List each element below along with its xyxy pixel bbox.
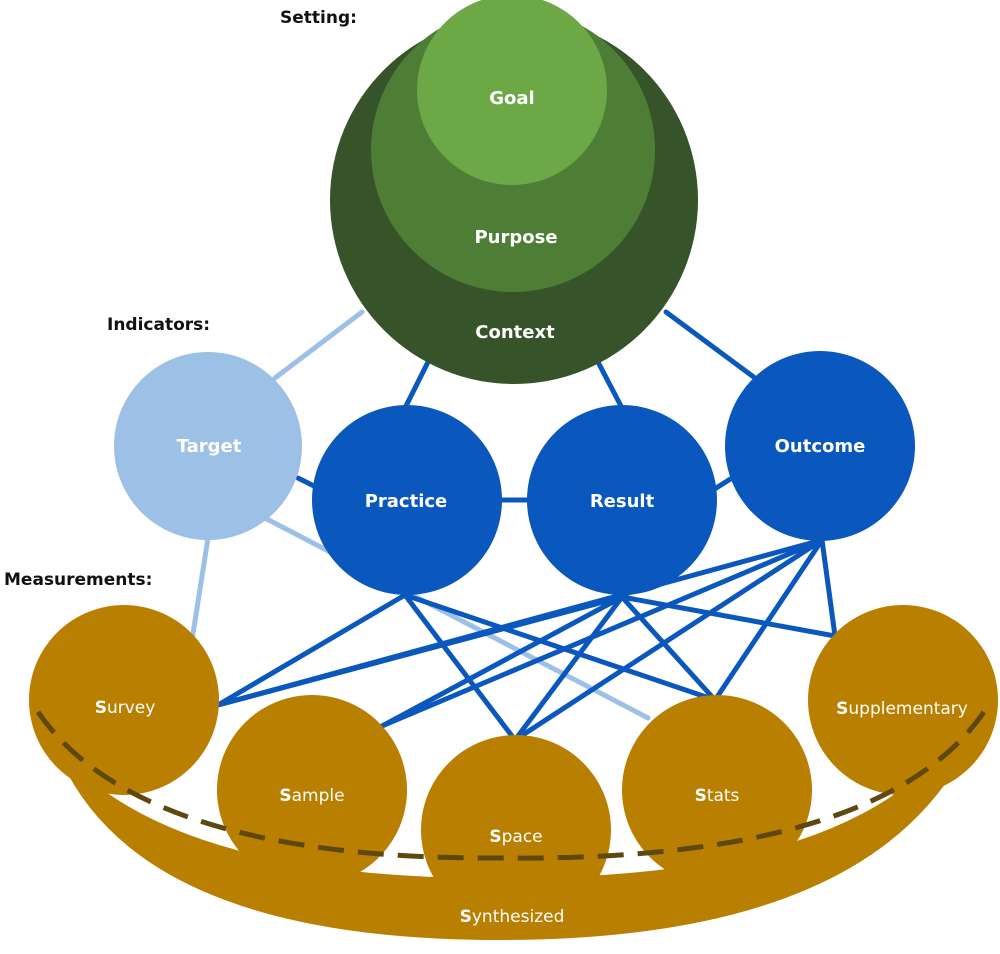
link-practice-space — [402, 592, 518, 743]
stats-label: Stats — [695, 786, 740, 806]
synthesized-dashed-arc — [35, 710, 987, 861]
survey-circle — [29, 605, 219, 795]
indicator-links — [215, 309, 838, 743]
goal-label: Goal — [489, 88, 534, 109]
outcome-label: Outcome — [775, 436, 866, 457]
practice-label: Practice — [365, 491, 448, 512]
result-label: Result — [590, 491, 655, 512]
synthesized-label: Synthesized — [460, 907, 565, 927]
target-label: Target — [177, 436, 242, 457]
measurements-section-label: Measurements: — [4, 570, 152, 590]
link-outcome-space — [512, 537, 825, 743]
link-result-space — [512, 594, 625, 743]
purpose-label: Purpose — [474, 227, 557, 248]
supplementary-label: Supplementary — [836, 699, 968, 719]
setting-section-label: Setting: — [280, 8, 357, 28]
link-outcome-supplementary — [819, 537, 838, 639]
link-context-outcome — [663, 309, 758, 381]
survey-label: Survey — [95, 698, 156, 718]
link-target-survey — [189, 535, 211, 643]
indicators-group — [114, 351, 915, 595]
sample-label: Sample — [279, 786, 344, 806]
goal-circle — [417, 0, 607, 185]
indicators-section-label: Indicators: — [107, 315, 210, 335]
outcome-circle — [725, 351, 915, 541]
link-practice-survey — [215, 592, 408, 708]
space-label: Space — [489, 827, 542, 847]
setting-group — [330, 0, 698, 384]
link-practice-stats — [402, 592, 718, 703]
link-result-stats — [619, 594, 718, 703]
link-context-practice — [402, 359, 431, 411]
practice-circle — [312, 405, 502, 595]
link-result-supplementary — [619, 594, 838, 639]
link-outcome-survey — [215, 537, 825, 708]
link-context-target — [272, 309, 365, 381]
target-circle — [114, 352, 302, 540]
link-outcome-stats — [712, 537, 825, 703]
link-outcome-sample — [379, 537, 825, 729]
context-label: Context — [475, 322, 555, 343]
link-result-sample — [379, 594, 625, 729]
space-circle — [421, 735, 611, 925]
link-context-result — [595, 359, 625, 411]
result-circle — [527, 405, 717, 595]
